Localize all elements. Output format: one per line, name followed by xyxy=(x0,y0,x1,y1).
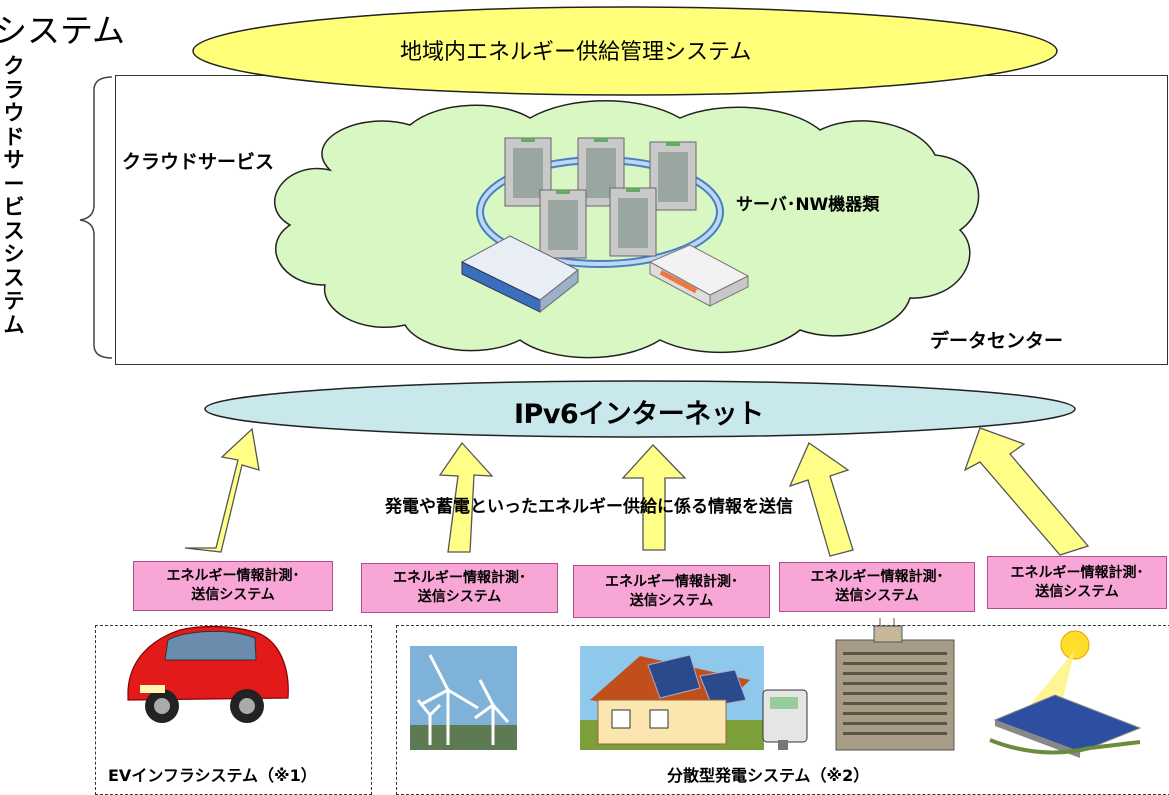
pink-box-line2: 送信システム xyxy=(1035,583,1119,600)
house-solar-illustration xyxy=(580,646,764,750)
corner-title: システム xyxy=(0,11,126,50)
energy-measure-box-5: エネルギー情報計測･ 送信システム xyxy=(987,556,1167,609)
pink-box-line2: 送信システム xyxy=(629,592,714,609)
cloud-service-label: クラウドサービス xyxy=(122,151,275,173)
pink-box-line2: 送信システム xyxy=(835,588,919,604)
server-rack-4 xyxy=(539,189,587,259)
ev-car-illustration xyxy=(127,625,289,723)
office-building-illustration xyxy=(835,618,955,751)
upward-arrow-4 xyxy=(788,442,854,557)
power-meter-illustration xyxy=(762,689,808,750)
server-rack-3 xyxy=(649,141,697,211)
solar-panel-illustration xyxy=(989,630,1142,758)
energy-measure-box-3: エネルギー情報計測･ 送信システム xyxy=(573,565,770,618)
upward-arrow-5 xyxy=(963,427,1090,556)
datacenter-label: データセンター xyxy=(930,330,1064,352)
pink-box-line2: 送信システム xyxy=(191,587,275,603)
energy-measure-box-2: エネルギー情報計測･ 送信システム xyxy=(361,563,558,613)
pink-box-line1: エネルギー情報計測･ xyxy=(605,573,738,590)
internet-ellipse xyxy=(204,380,1076,438)
pink-box-line1: エネルギー情報計測･ xyxy=(393,570,526,586)
energy-measure-box-1: エネルギー情報計測･ 送信システム xyxy=(133,561,333,611)
internet-label: IPv6インターネット xyxy=(514,399,764,430)
wind-turbines-illustration xyxy=(410,646,517,750)
network-switch-1 xyxy=(460,235,579,314)
server-rack-5 xyxy=(609,187,657,257)
pink-box-line1: エネルギー情報計測･ xyxy=(810,569,944,585)
upward-arrow-1 xyxy=(184,427,260,553)
vertical-cloud-service-system-label: クラウドサービスシステム xyxy=(3,54,25,337)
energy-measure-box-4: エネルギー情報計測･ 送信システム xyxy=(779,562,975,612)
upward-arrow-2 xyxy=(438,441,494,553)
pink-box-line1: エネルギー情報計測･ xyxy=(166,568,300,584)
top-ellipse-label: 地域内エネルギー供給管理システム xyxy=(400,40,752,65)
servers-label: サーバ･NW機器類 xyxy=(736,195,880,215)
curly-brace xyxy=(79,76,113,359)
upward-arrow-3 xyxy=(621,444,687,551)
transmit-label: 発電や蓄電といったエネルギー供給に係る情報を送信 xyxy=(385,497,793,517)
ev-infra-label: EVインフラシステム（※1） xyxy=(108,766,317,785)
network-switch-2 xyxy=(648,244,750,307)
pink-box-line1: エネルギー情報計測･ xyxy=(1010,564,1144,581)
pink-box-line2: 送信システム xyxy=(417,589,502,605)
top-ellipse xyxy=(192,6,1058,96)
distributed-generation-label: 分散型発電システム（※2） xyxy=(667,766,870,785)
